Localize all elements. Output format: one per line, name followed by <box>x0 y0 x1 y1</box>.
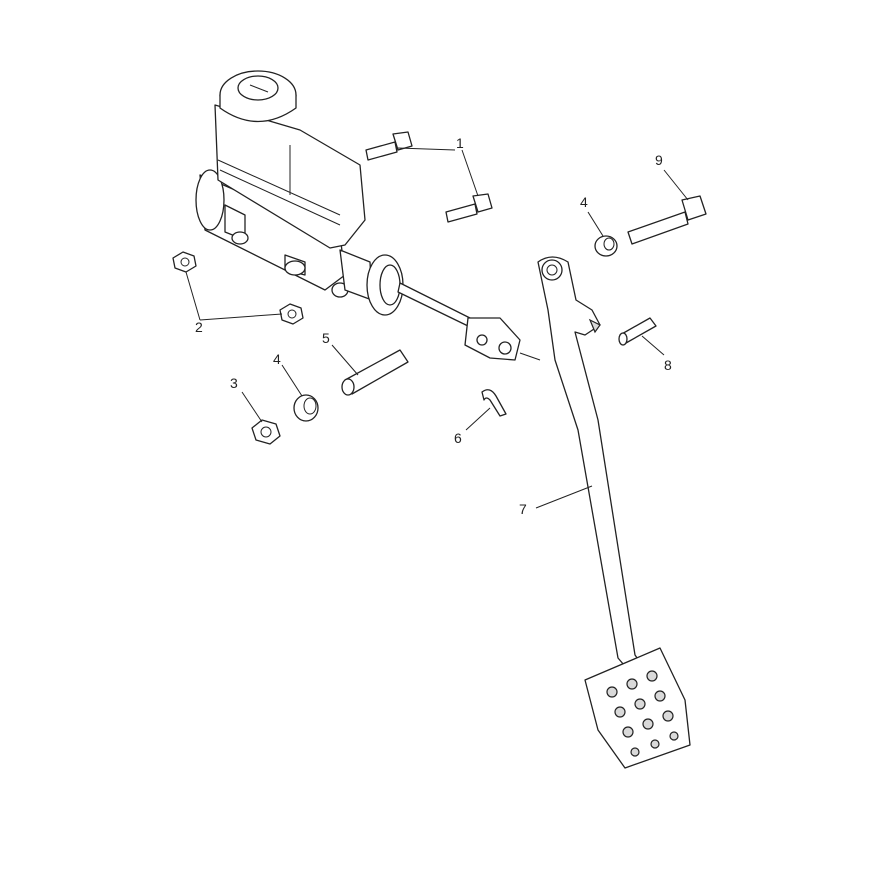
callout-3: 3 <box>230 375 238 391</box>
callout-2: 2 <box>195 319 203 335</box>
bolt-upper <box>365 131 413 161</box>
bushing-left <box>293 394 319 422</box>
callout-4-left: 4 <box>273 351 281 367</box>
callout-1: 1 <box>456 135 464 151</box>
callout-9: 9 <box>655 152 663 168</box>
callout-6: 6 <box>454 430 462 446</box>
nut-3 <box>251 419 281 445</box>
callout-labels: 1 2 3 4 4 5 6 7 8 9 <box>195 135 672 517</box>
long-bolt <box>627 195 707 245</box>
pedal-arm <box>537 256 691 769</box>
pedal-pad-holes <box>606 670 679 757</box>
callout-5: 5 <box>322 330 330 346</box>
bushing-right <box>594 235 618 257</box>
master-cylinder <box>195 70 521 361</box>
callout-8: 8 <box>664 357 672 373</box>
callout-7: 7 <box>519 501 527 517</box>
leader-lines <box>185 147 689 509</box>
sleeve <box>341 349 409 396</box>
pin <box>618 317 657 346</box>
nut-right <box>279 303 304 325</box>
bolt-lower <box>445 193 493 223</box>
callout-4-right: 4 <box>580 194 588 210</box>
nut-left <box>172 251 197 273</box>
clip <box>481 389 507 417</box>
